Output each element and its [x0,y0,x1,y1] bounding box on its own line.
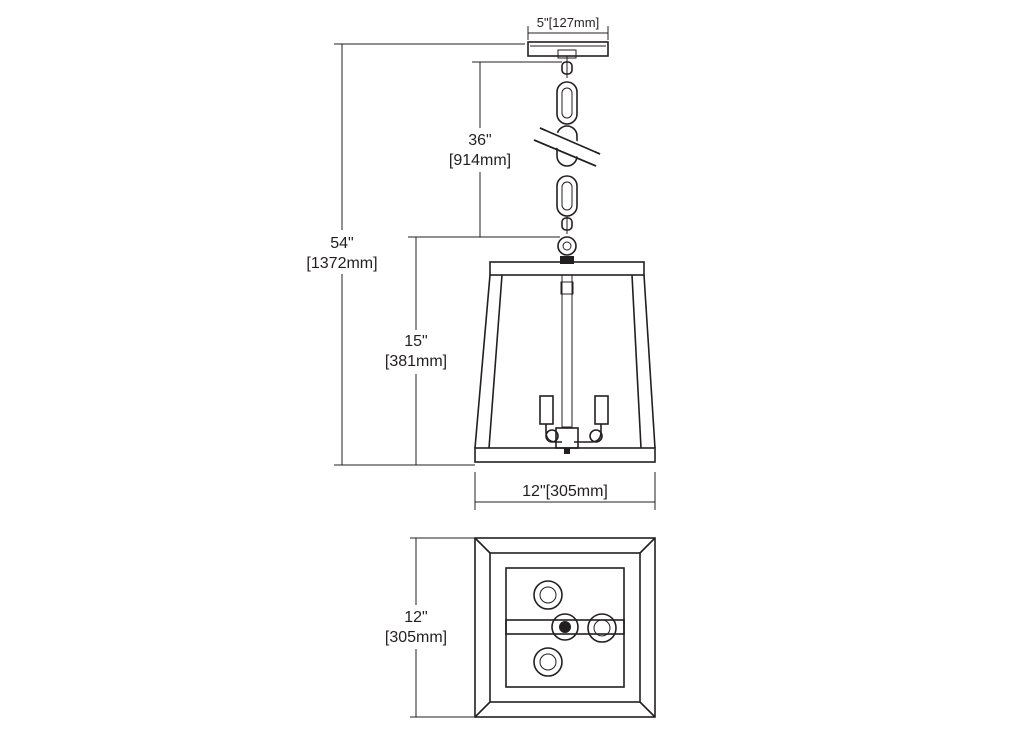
body-height-in: 15" [404,333,427,350]
overall-height-in: 54" [330,235,353,252]
body-width-dimension: 12"[305mm] [474,472,656,510]
chain-length-dimension: 36" [914mm] [436,61,562,237]
chain [533,56,601,234]
canopy [527,41,609,59]
depth-mm: [305mm] [385,629,447,646]
body-height-mm: [381mm] [385,353,447,370]
fixture-front-view [474,236,656,463]
body-height-dimension: 15" [381mm] [372,236,560,465]
chain-length-mm: [914mm] [449,152,511,169]
overall-height-dimension: 54" [1372mm] [294,43,525,466]
overall-height-mm: [1372mm] [306,255,377,272]
depth-in: 12" [404,609,427,626]
canopy-width-dimension: 5"[127mm] [527,15,609,40]
depth-dimension: 12" [305mm] [372,537,475,718]
canopy-width-label: 5"[127mm] [537,15,599,30]
body-width-label: 12"[305mm] [522,483,608,500]
fixture-top-view [474,537,656,718]
chain-length-in: 36" [468,132,491,149]
